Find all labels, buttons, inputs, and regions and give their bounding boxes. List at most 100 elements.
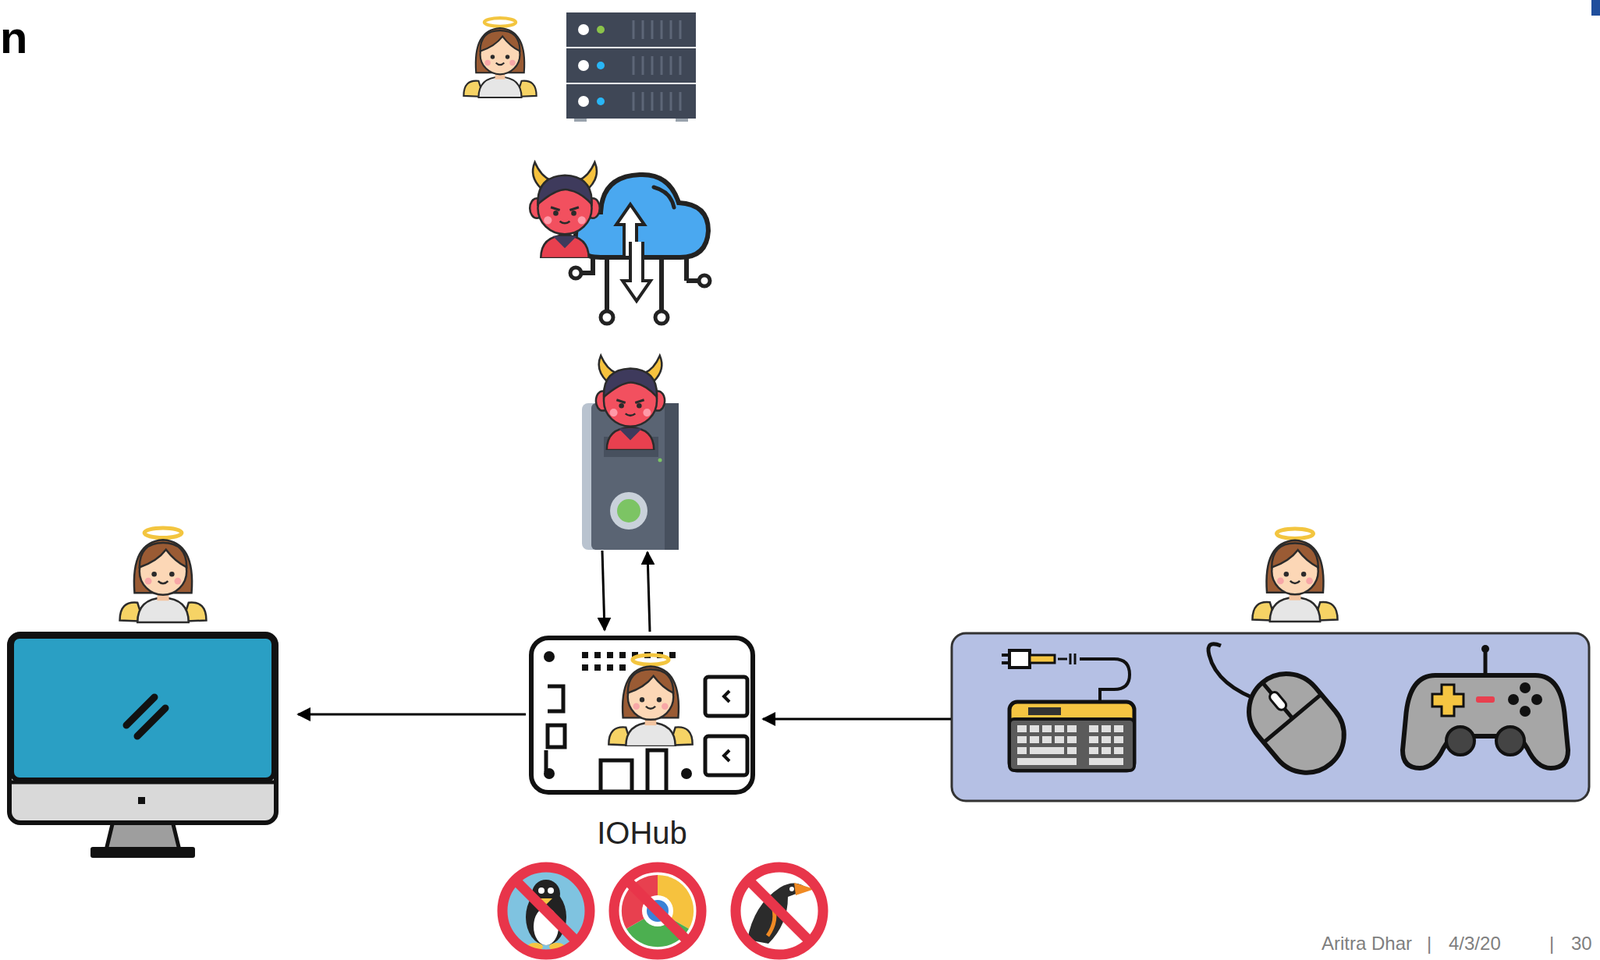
- gamepad-icon-part: [1446, 727, 1475, 756]
- gamepad-icon-part: [1519, 705, 1531, 717]
- gamepad-icon-part: [1531, 694, 1543, 706]
- gamepad-icon-part: [1402, 675, 1569, 769]
- iohub-angel: [608, 655, 692, 747]
- mouse-icon-part-part: [1233, 658, 1359, 788]
- iohub-board-part: [723, 750, 730, 762]
- footer-text: |: [1549, 933, 1554, 955]
- dongle-hub-arrows-part: [647, 552, 650, 632]
- keyboard-icon-part-part: [1089, 736, 1099, 744]
- devices-panel-part: [951, 633, 1590, 802]
- usb-dongle-part: [658, 458, 663, 463]
- monitor-part: [138, 797, 146, 805]
- corner-mark: [1591, 0, 1600, 16]
- keyboard-icon-part: [1029, 655, 1055, 664]
- iohub-board-part-part: [606, 652, 614, 659]
- server-rack-part: [566, 48, 696, 83]
- iohub-board-part-part: [619, 664, 626, 671]
- iohub-board-part-part: [547, 686, 564, 712]
- monitor-part: [106, 821, 180, 851]
- iohub-board-part-part: [669, 652, 676, 659]
- cloud-network-part: [622, 241, 651, 302]
- keyboard-icon-part-part: [1067, 736, 1077, 744]
- flow-arrows: [298, 714, 951, 720]
- keyboard-icon-part-part: [1042, 736, 1052, 744]
- server-rack: [566, 12, 696, 122]
- keyboard-icon-part: [1017, 725, 1124, 766]
- no-linux-icon-part: [502, 867, 590, 955]
- server-rack-part: [578, 60, 589, 71]
- dongle-attacker-devil: [596, 355, 665, 451]
- devices-angel: [1252, 528, 1338, 622]
- server-rack-part: [596, 61, 605, 70]
- keyboard-icon-part-part: [1054, 725, 1065, 733]
- keyboard-icon-part-part: [1101, 747, 1111, 755]
- footer-text: |: [1426, 933, 1432, 955]
- keyboard-icon-part-part: [1029, 725, 1040, 733]
- server-rack-part: [566, 12, 696, 47]
- keyboard-icon-part-part: [1054, 736, 1065, 744]
- keyboard-icon-part-part: [1029, 747, 1065, 755]
- no-bird-icon-part: [735, 867, 824, 955]
- keyboard-icon-part-part: [1101, 736, 1111, 744]
- monitor-part: [11, 636, 274, 781]
- server-rack-part: [596, 97, 605, 106]
- network-attacker-devil: [529, 162, 600, 259]
- server-rack-part-part: [633, 92, 681, 111]
- dongle-hub-arrows-part: [602, 550, 605, 631]
- keyboard-icon-part-part: [1089, 725, 1099, 733]
- monitor-part: [9, 634, 277, 824]
- iohub-board-part-part: [581, 664, 589, 671]
- no-linux-icon-part: [538, 887, 545, 895]
- iohub-board-part-part: [705, 677, 748, 717]
- server-rack-part-part: [633, 20, 681, 40]
- keyboard-icon-part: [1001, 655, 1010, 664]
- iohub-board-part-part: [647, 750, 667, 793]
- slide-title: n: [0, 10, 28, 64]
- keyboard-icon-part: [1028, 707, 1061, 716]
- keyboard-icon-part: [1079, 659, 1130, 703]
- keyboard-icon-part-part: [1067, 725, 1077, 733]
- cloud-network-part-part: [570, 267, 582, 279]
- gamepad-icon-part: [1483, 649, 1488, 676]
- keyboard-icon-part-part: [1067, 747, 1077, 755]
- gamepad-icon-part: [1496, 727, 1525, 756]
- keyboard-icon-part-part: [1113, 736, 1124, 744]
- iohub-board-part-part: [594, 652, 601, 659]
- mouse-icon: [1208, 644, 1359, 789]
- iohub-board-part-part: [547, 725, 565, 748]
- server-rack-part: [633, 20, 681, 111]
- cloud-network-part-part: [698, 275, 710, 287]
- footer-text: Aritra Dhar: [1321, 933, 1412, 955]
- iohub-board-part-part: [681, 768, 692, 780]
- keyboard-icon-part: [1009, 719, 1135, 771]
- cloud-network-part-part: [684, 257, 689, 281]
- mouse-icon-part-part: [1267, 690, 1288, 713]
- cloud-network-part-part: [655, 311, 668, 324]
- usb-dongle-part: [617, 499, 641, 523]
- flow-arrows-part: [298, 713, 526, 717]
- gamepad-icon-part: [1481, 645, 1490, 653]
- keyboard-icon-part-part: [1029, 736, 1040, 744]
- iohub-board-part-part: [606, 664, 614, 671]
- mouse-icon-part: [1233, 658, 1359, 788]
- keyboard-icon-part: [1009, 650, 1030, 668]
- iohub-board-part-part: [543, 651, 555, 663]
- server-rack-part: [566, 84, 696, 119]
- server-rack-part: [578, 24, 589, 36]
- keyboard-icon-part-part: [1017, 725, 1027, 733]
- footer-text: 4/3/20: [1448, 933, 1501, 955]
- no-linux-icon-part: [515, 880, 577, 942]
- iohub-board-part-part: [544, 750, 549, 773]
- no-bird-icon: [735, 867, 824, 955]
- keyboard-icon-part-part: [1089, 758, 1124, 766]
- mouse-icon-part-part: [1233, 658, 1321, 743]
- no-bird-icon-part: [789, 886, 795, 892]
- iohub-board-part: [723, 691, 730, 703]
- monitor-part: [90, 847, 196, 859]
- monitor: [9, 634, 277, 859]
- server-rack-part-part: [633, 56, 681, 75]
- gamepad-icon: [1402, 645, 1569, 769]
- cloud-network-part-part: [600, 311, 614, 324]
